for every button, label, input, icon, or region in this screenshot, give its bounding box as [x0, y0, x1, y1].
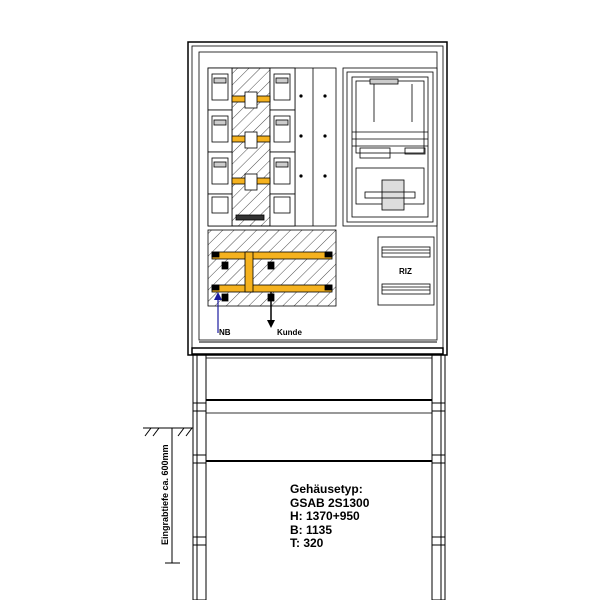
depth-label: Eingrabtiefe ca. 600mm — [160, 444, 170, 545]
spec-type-heading: Gehäusetyp: — [290, 482, 363, 496]
spec-width: B: 1135 — [290, 522, 333, 537]
nb-arrow — [214, 292, 222, 333]
nb-label: NB — [219, 328, 231, 337]
fuse-block — [207, 67, 337, 227]
riz-box — [377, 236, 435, 306]
riz-label: RIZ — [399, 267, 412, 276]
main-busbar-section — [207, 229, 337, 307]
ground-depth-marker — [143, 427, 193, 564]
housing-spec: Gehäusetyp: GSAB 2S1300 H: 1370+950 B: 1… — [290, 482, 370, 551]
spec-depth: T: 320 — [290, 536, 324, 551]
spec-model: GSAB 2S1300 — [290, 495, 370, 510]
base-frame — [192, 354, 446, 600]
kunde-arrow — [267, 292, 275, 328]
spec-height: H: 1370+950 — [290, 509, 360, 524]
meter-cabinet — [342, 67, 438, 227]
kunde-label: Kunde — [277, 328, 302, 337]
